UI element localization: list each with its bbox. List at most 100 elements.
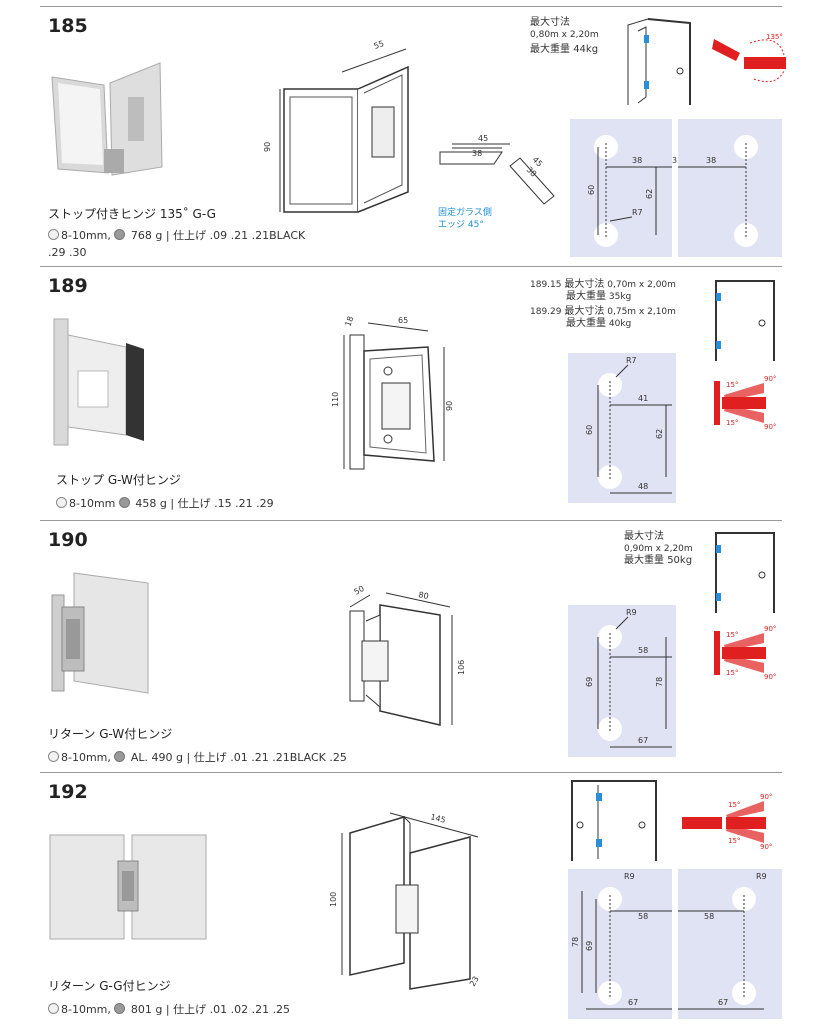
product-section-190: 190 50 80 106 最大寸法 0,90m x 2,20m 最大重量 50… (40, 520, 782, 770)
dim-41: 41 (638, 394, 648, 403)
dim-38: 38 (472, 149, 482, 158)
hinge-bottom-icon (716, 341, 721, 349)
dim-65: 65 (398, 316, 408, 325)
product-photo (51, 62, 163, 176)
product-spec: 8-10mm, 801 g | 仕上げ .01 .02 .21 .25 (48, 1001, 290, 1018)
angle-15: 15° (726, 381, 738, 389)
dim-67: 67 (638, 736, 648, 745)
product-code: 190 (48, 529, 88, 551)
angle-15: 15° (726, 669, 738, 677)
dim-50: 50 (353, 585, 366, 597)
dim-58: 58 (704, 912, 714, 921)
product-code: 189 (48, 275, 88, 297)
product-code: 185 (48, 15, 88, 37)
product-photo (53, 318, 144, 446)
dim-r7: R7 (632, 208, 643, 217)
hinge-top-icon (596, 793, 602, 801)
dim-90: 90 (445, 401, 454, 411)
max-size-info: 最大寸法 0,80m x 2,20m 最大重量 44kg (530, 17, 599, 55)
opening-angle-diagram: 135° (712, 33, 786, 83)
glass-thickness-icon (48, 751, 59, 762)
dim-58: 58 (638, 912, 648, 921)
product-name: リターン G-W付ヒンジ (48, 727, 173, 741)
angle-90: 90° (764, 423, 776, 431)
technical-drawing: 50 80 106 (349, 585, 466, 726)
angle-90: 90° (764, 625, 776, 633)
weight-icon (114, 751, 126, 762)
door-diagram (627, 18, 691, 105)
variant-info: 189.15 最大寸法 0,70m x 2,00m 最大重量 35kg 189.… (530, 279, 676, 329)
dim-69: 69 (585, 677, 594, 687)
dim-60: 60 (587, 185, 596, 195)
dim-62: 62 (645, 189, 654, 199)
cutout-drawing: 60 41 62 48 R7 (568, 353, 676, 503)
angle-15: 15° (728, 837, 740, 845)
angle-15: 15° (726, 631, 738, 639)
dim-38: 38 (632, 156, 642, 165)
dim-90: 90 (263, 142, 272, 152)
product-name: ストップ G-W付ヒンジ (56, 473, 181, 487)
dim-67: 67 (718, 998, 728, 1007)
angle-15: 15° (728, 801, 740, 809)
angle-135: 135° (766, 33, 783, 41)
angle-90: 90° (760, 843, 772, 851)
max-size-info: 最大寸法 0,90m x 2,20m 最大重量 50kg (624, 531, 693, 566)
door-diagram (571, 780, 657, 861)
technical-drawing: 110 90 18 65 (331, 315, 454, 470)
opening-angle-diagram: 15° 90° 15° 90° (682, 793, 772, 851)
dim-58: 58 (638, 646, 648, 655)
hinge-bottom-icon (644, 81, 649, 89)
product-photo (49, 834, 207, 940)
dim-80: 80 (418, 590, 430, 601)
glass-edge-drawing: 45 38 45 38 (439, 134, 555, 205)
product-section-189: 189 110 90 18 65 189.15 最大寸法 0,70m x 2,0… (40, 266, 782, 518)
product-spec: 8-10mm, 768 g | 仕上げ .09 .21 .21BLACK .29… (48, 229, 306, 259)
dim-45: 45 (478, 134, 488, 143)
door-diagram (715, 532, 775, 613)
dim-62: 62 (655, 429, 664, 439)
dim-38: 38 (706, 156, 716, 165)
weight-icon (114, 1003, 126, 1014)
glass-thickness-icon (48, 229, 59, 240)
weight-icon (118, 497, 130, 508)
product-spec: 8-10mm 458 g | 仕上げ .15 .21 .29 (56, 495, 274, 512)
angle-90: 90° (764, 375, 776, 383)
dim-69: 69 (585, 941, 594, 951)
dim-55: 55 (373, 39, 386, 51)
dim-78: 78 (655, 677, 664, 687)
glass-thickness-icon (48, 1003, 59, 1014)
angle-90: 90° (760, 793, 772, 801)
dim-110: 110 (331, 392, 340, 407)
hinge-top-icon (716, 545, 721, 553)
door-diagram (715, 280, 775, 361)
hinge-bottom-icon (716, 593, 721, 601)
dim-23: 23 (468, 975, 481, 988)
glass-thickness-icon (56, 497, 67, 508)
dim-r9: R9 (624, 872, 635, 881)
weight-icon (114, 229, 126, 240)
dim-48: 48 (638, 482, 648, 491)
product-section-185: 185 90 55 45 38 45 38 固定ガラス側 エッジ 45° 最大寸… (40, 6, 786, 264)
dim-r7: R7 (626, 356, 637, 365)
cutout-drawing: 58 58 78 69 67 67 R9 R9 (568, 869, 782, 1019)
product-photo (51, 572, 149, 694)
opening-angle-diagram: 15° 90° 15° 90° (714, 625, 776, 681)
product-section-192: 192 100 145 23 15° 90° 15° 90° (40, 772, 782, 1024)
angle-90: 90° (764, 673, 776, 681)
hinge-top-icon (644, 35, 649, 43)
hinge-top-icon (716, 293, 721, 301)
dim-3: 3 (672, 156, 677, 165)
dim-r9: R9 (626, 608, 637, 617)
dim-78: 78 (571, 937, 580, 947)
cutout-drawing: 38 3 38 60 62 R7 (570, 119, 782, 257)
glass-note: 固定ガラス側 エッジ 45° (438, 208, 492, 230)
product-code: 192 (48, 781, 88, 803)
opening-angle-diagram: 15° 90° 15° 90° (714, 375, 776, 431)
product-name: ストップ付きヒンジ 135˚ G-G (48, 207, 216, 221)
hinge-bottom-icon (596, 839, 602, 847)
technical-drawing: 90 55 (263, 39, 409, 213)
dim-18: 18 (343, 315, 355, 328)
dim-100: 100 (330, 892, 338, 907)
dim-r9: R9 (756, 872, 767, 881)
dim-67: 67 (628, 998, 638, 1007)
